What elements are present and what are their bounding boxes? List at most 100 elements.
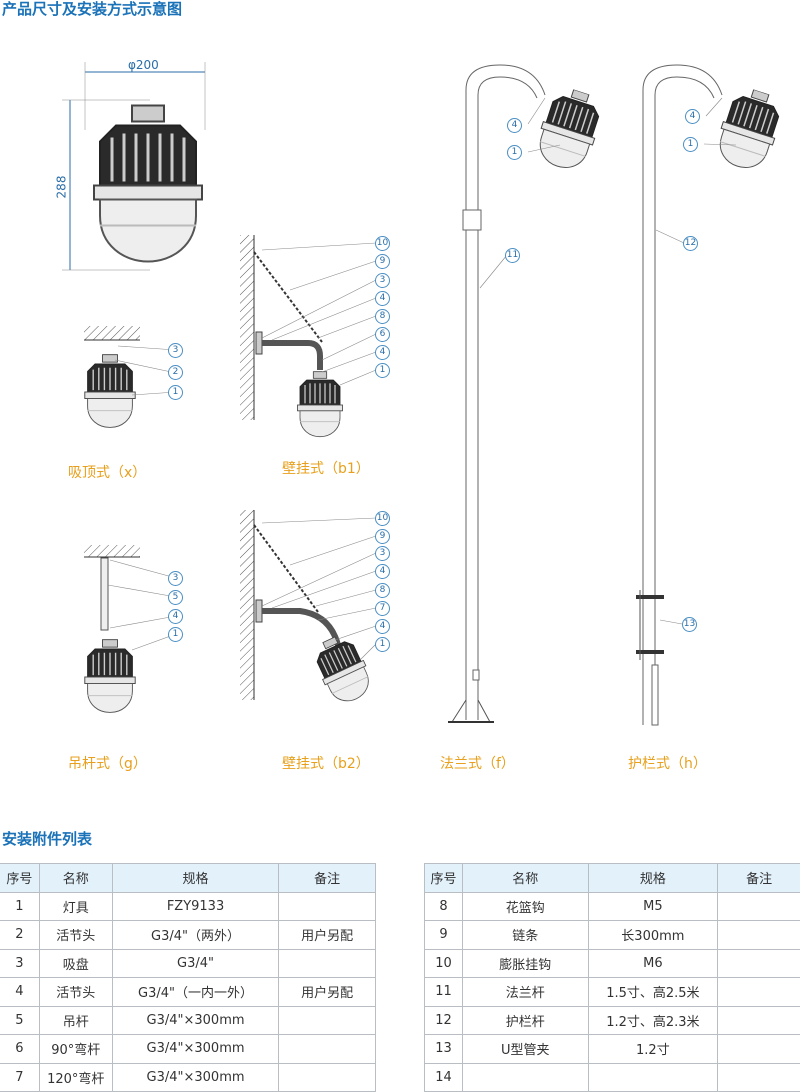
cell-no: 6: [0, 1035, 39, 1064]
cell-remark: [279, 892, 376, 921]
cell-no: 9: [425, 921, 463, 950]
callout: 1: [168, 627, 183, 642]
callout: 11: [505, 248, 520, 263]
ceiling-mount-drawing: [84, 326, 176, 427]
width-dimension: φ200: [128, 58, 159, 72]
accessories-table-title: 安装附件列表: [2, 828, 92, 849]
cell-spec: 1.2寸、高2.3米: [588, 1006, 718, 1035]
cell-spec: 1.2寸: [588, 1035, 718, 1064]
flange-mount-drawing: [448, 65, 607, 722]
callout: 9: [375, 254, 390, 269]
cell-spec: G3/4"×300mm: [112, 1006, 279, 1035]
callout: 4: [507, 118, 522, 133]
callout: 1: [507, 145, 522, 160]
cell-no: 5: [0, 1006, 39, 1035]
cell-remark: [279, 1063, 376, 1092]
cell-no: 4: [0, 978, 39, 1007]
callout: 4: [375, 564, 390, 579]
cell-name: 链条: [462, 921, 588, 950]
col-header-remark: 备注: [718, 864, 800, 893]
cell-name: 花篮钩: [462, 892, 588, 921]
cell-remark: [279, 949, 376, 978]
cell-remark: [718, 978, 800, 1007]
callout: 1: [168, 385, 183, 400]
pendant-mount-drawing: [84, 545, 176, 712]
cell-remark: [718, 1035, 800, 1064]
caption-flange-mount: 法兰式（f）: [440, 753, 515, 773]
callout: 3: [375, 546, 390, 561]
cell-no: 8: [425, 892, 463, 921]
guardrail-mount-drawing: [636, 65, 787, 725]
table-row: 14: [425, 1063, 800, 1092]
col-header-name: 名称: [462, 864, 588, 893]
cell-name: 吊杆: [39, 1006, 112, 1035]
callout: 4: [375, 291, 390, 306]
cell-no: 2: [0, 921, 39, 950]
cell-name: 法兰杆: [462, 978, 588, 1007]
caption-wall-mount-b2: 壁挂式（b2）: [282, 753, 370, 773]
callout: 7: [375, 601, 390, 616]
caption-guardrail-mount: 护栏式（h）: [628, 753, 707, 773]
callout: 9: [375, 529, 390, 544]
wall-mount-b1-drawing: [240, 235, 376, 437]
cell-spec: [588, 1063, 718, 1092]
callout: 1: [683, 137, 698, 152]
col-header-name: 名称: [39, 864, 112, 893]
cell-remark: 用户另配: [279, 978, 376, 1007]
callout: 3: [168, 571, 183, 586]
col-header-no: 序号: [0, 864, 39, 893]
cell-name: 90°弯杆: [39, 1035, 112, 1064]
callout: 4: [685, 109, 700, 124]
cell-no: 3: [0, 949, 39, 978]
table-header-row: 序号 名称 规格 备注: [0, 864, 376, 893]
cell-remark: 用户另配: [279, 921, 376, 950]
cell-spec: 长300mm: [588, 921, 718, 950]
callout: 4: [375, 619, 390, 634]
cell-spec: M5: [588, 892, 718, 921]
callout: 4: [168, 609, 183, 624]
cell-spec: G3/4"（一内一外）: [112, 978, 279, 1007]
col-header-remark: 备注: [279, 864, 376, 893]
cell-remark: [718, 1063, 800, 1092]
callout: 6: [375, 327, 390, 342]
cell-spec: G3/4"×300mm: [112, 1035, 279, 1064]
callout: 5: [168, 590, 183, 605]
cell-spec: G3/4"（两外）: [112, 921, 279, 950]
cell-no: 7: [0, 1063, 39, 1092]
callout: 1: [375, 637, 390, 652]
wall-mount-b2-drawing: [240, 510, 377, 708]
cell-remark: [279, 1006, 376, 1035]
height-dimension: 288: [54, 176, 68, 199]
callout: 10: [375, 236, 390, 251]
callout: 13: [682, 617, 697, 632]
col-header-spec: 规格: [588, 864, 718, 893]
callout: 1: [375, 363, 390, 378]
cell-spec: M6: [588, 949, 718, 978]
cell-name: 活节头: [39, 978, 112, 1007]
callout: 10: [375, 511, 390, 526]
col-header-no: 序号: [425, 864, 463, 893]
cell-spec: G3/4"×300mm: [112, 1063, 279, 1092]
caption-pendant-mount: 吊杆式（g）: [68, 753, 147, 773]
installation-drawings: [0, 0, 800, 800]
cell-no: 1: [0, 892, 39, 921]
table-header-row: 序号 名称 规格 备注: [425, 864, 800, 893]
callout: 8: [375, 583, 390, 598]
cell-name: 灯具: [39, 892, 112, 921]
col-header-spec: 规格: [112, 864, 279, 893]
lamp-large: [94, 106, 202, 262]
callout: 3: [375, 273, 390, 288]
cell-spec: FZY9133: [112, 892, 279, 921]
cell-name: 膨胀挂钩: [462, 949, 588, 978]
cell-no: 12: [425, 1006, 463, 1035]
